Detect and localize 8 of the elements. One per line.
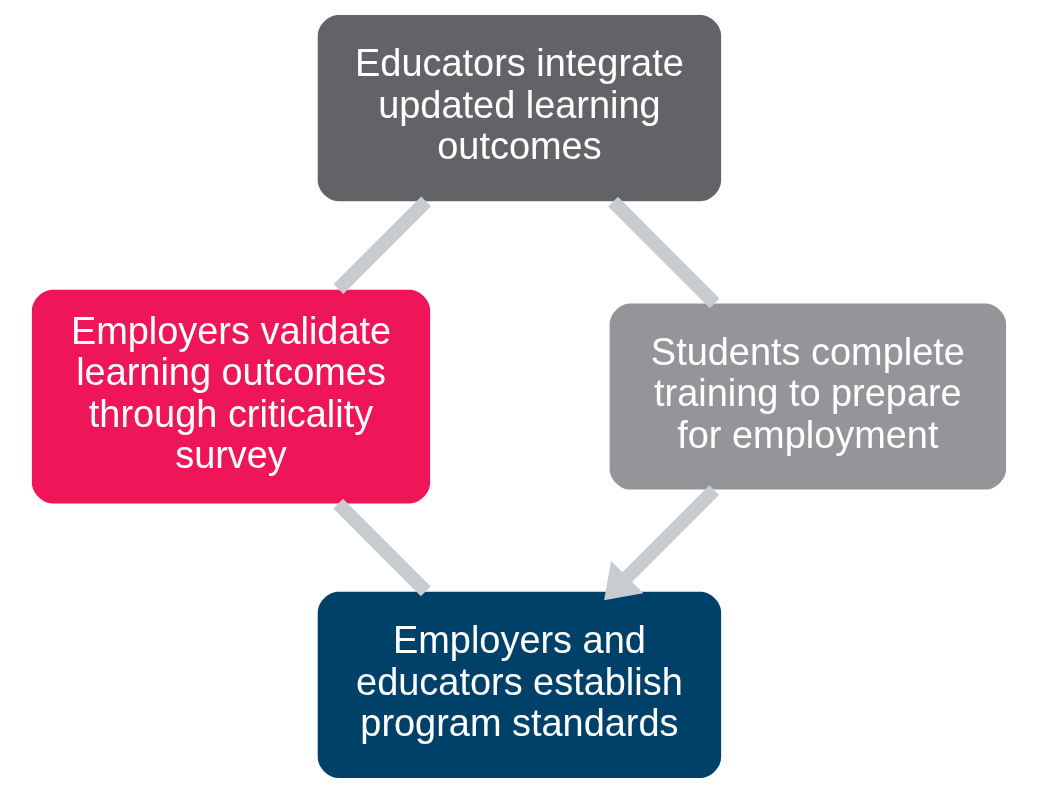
node-box: Employers and educators establish program standards — [317, 591, 722, 778]
node-box: Educators integrate updated learning outcomes — [317, 15, 722, 202]
node-box: Students complete training to prepare for employment — [609, 303, 1007, 490]
connector — [333, 498, 431, 597]
connector — [608, 196, 720, 309]
arrow — [604, 485, 720, 601]
connector — [333, 196, 432, 294]
node-box: Employers validate learning outcomes through criticality survey — [31, 289, 431, 504]
